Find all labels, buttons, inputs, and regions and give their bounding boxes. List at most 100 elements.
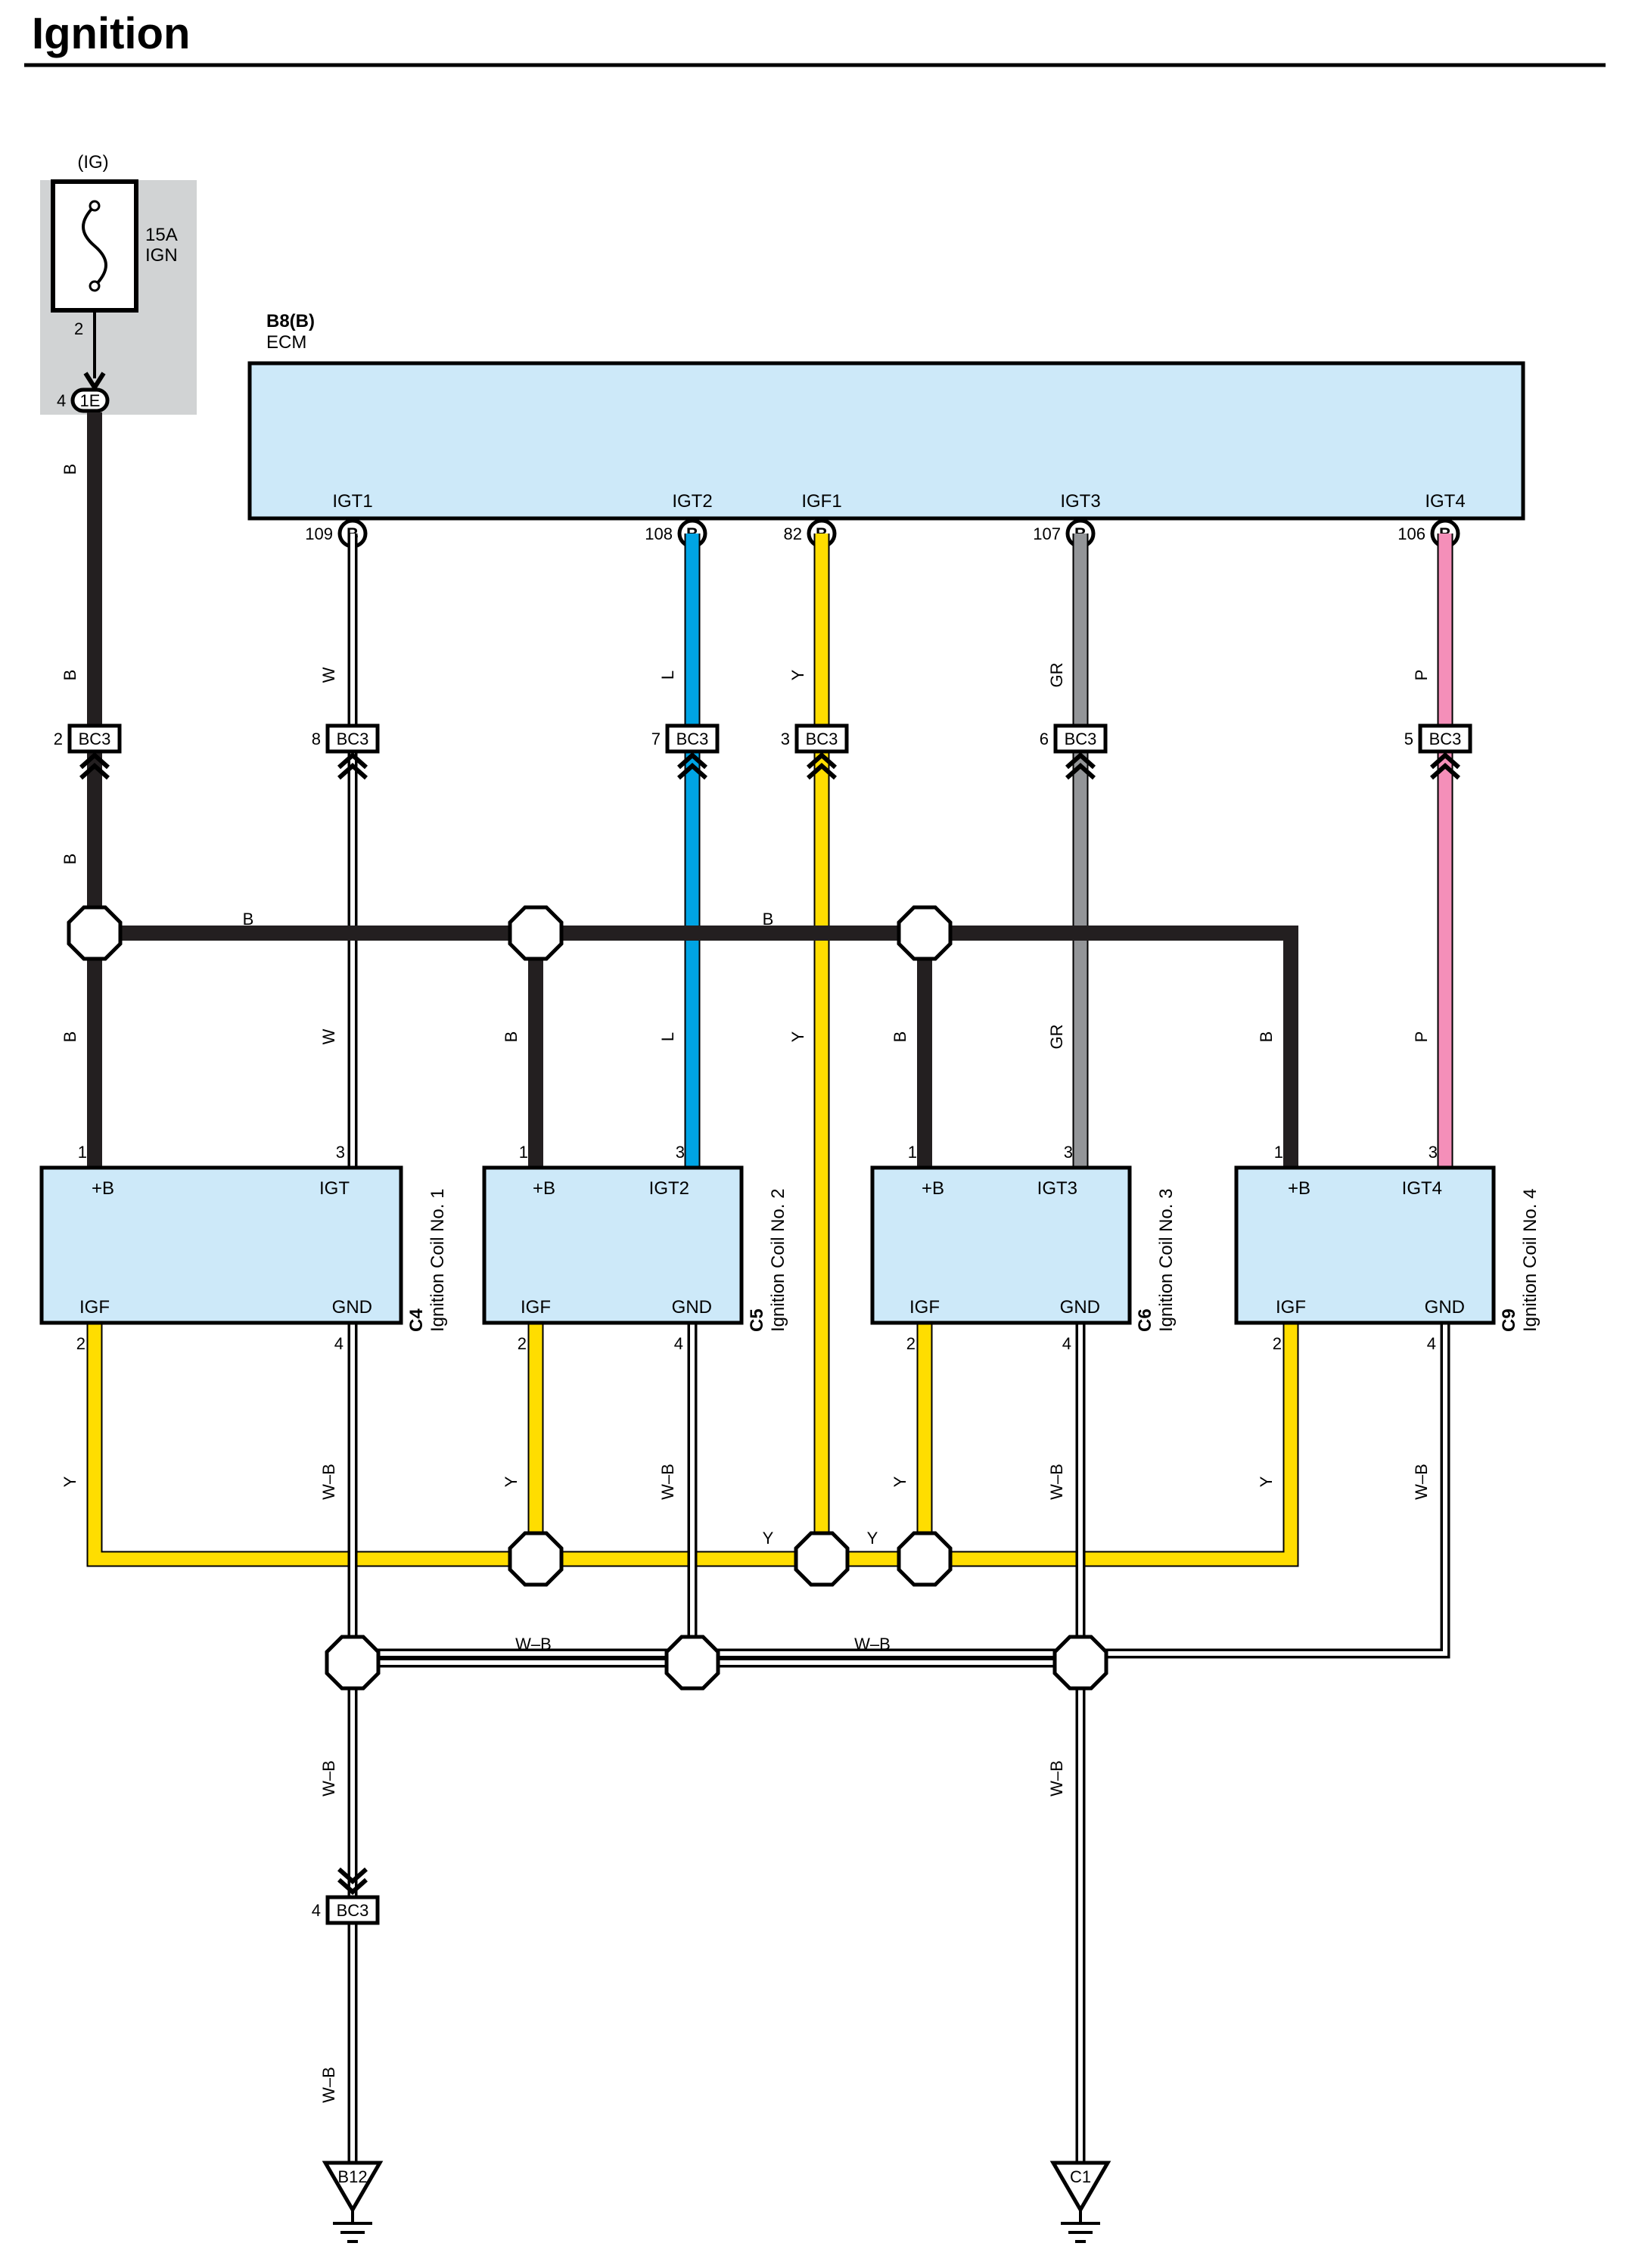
splice-y-2: [794, 1531, 850, 1587]
splices: [67, 905, 1108, 1691]
bc3-mate-arrow-icon-stroke: [807, 762, 837, 780]
fuse-pin-top: 2: [74, 319, 83, 338]
wire-label-wb: W–B: [658, 1464, 677, 1500]
fuse-connector-pin: 4: [57, 391, 66, 410]
coil-code: C9: [1499, 1308, 1519, 1332]
coil-code: C4: [406, 1308, 427, 1332]
coil-code: C6: [1135, 1308, 1155, 1332]
bc3-connector-7-pin: 4: [312, 1901, 321, 1920]
bc3-connector-4-box: [794, 723, 849, 754]
coil-pin: 1: [1274, 1143, 1283, 1162]
bc3-mate-arrow-icon-stroke: [79, 762, 110, 780]
coil-pin: 2: [906, 1334, 916, 1353]
ground-triangle-icon: [1049, 2161, 1111, 2214]
wire-label-y: Y: [788, 669, 807, 680]
bc3-connector-2-label: BC3: [337, 730, 369, 748]
bc3-connector-6-label: BC3: [1429, 730, 1462, 748]
bc3-mate-arrow-icon: [79, 751, 110, 780]
splice-y-3: [897, 1531, 953, 1587]
wire-label-wb: W–B: [319, 2067, 338, 2103]
coil-pin: 1: [519, 1143, 528, 1162]
bc3-connector-6-box: [1418, 723, 1472, 754]
bc3-mate-arrow-icon-stroke: [1065, 762, 1096, 780]
bc3-connector-4-pin: 3: [781, 730, 790, 748]
coil-pin: 4: [334, 1334, 344, 1353]
wire-label-b: B: [763, 910, 774, 929]
bc3-mate-arrow-icon: [337, 1867, 368, 1896]
wire-label-b: B: [243, 910, 254, 929]
wire-label-y: Y: [61, 1476, 79, 1487]
splice-wb-2: [664, 1635, 720, 1691]
ecm-terminal-pin: 109: [305, 524, 333, 543]
bc3-connector-5-label: BC3: [1065, 730, 1097, 748]
wire-label-wb: W–B: [319, 1464, 338, 1500]
bc3-mate-arrow-icon: [1065, 751, 1096, 780]
wire-label-b: B: [1257, 1031, 1276, 1043]
coil-term-igf: IGF: [909, 1297, 940, 1318]
coil-term-igf: IGF: [521, 1297, 551, 1318]
ignition-coil-3-box: [870, 1165, 1132, 1325]
coil-term-b: +B: [1288, 1178, 1310, 1199]
fuse-name: IGN: [145, 245, 178, 266]
coil-code: C5: [747, 1308, 767, 1332]
bc3-connector-3-label: BC3: [676, 730, 709, 748]
coil-term-gnd: GND: [672, 1297, 712, 1318]
bc3-connector-2-pin: 8: [312, 730, 321, 748]
wire-label-p: P: [1412, 670, 1431, 681]
wire-label-y: Y: [763, 1529, 774, 1548]
wire-label-l: L: [658, 1032, 677, 1041]
coil-term-igt: IGT4: [1402, 1178, 1442, 1199]
bc3-mate-arrow-icon-stroke: [677, 762, 707, 780]
wire-label-wb: W–B: [1047, 1760, 1066, 1797]
ecm-box: [247, 361, 1525, 521]
coil-pin: 2: [518, 1334, 527, 1353]
coil-term-igt: IGT3: [1037, 1178, 1077, 1199]
bc3-connector-2-box: [325, 723, 380, 754]
coil-term-igt: IGT: [319, 1178, 350, 1199]
wire-label-w: W: [319, 667, 338, 683]
wire-label-b: B: [61, 464, 79, 475]
ecm-terminal-name: IGT2: [672, 491, 712, 512]
bc3-connector-1-label: BC3: [79, 730, 111, 748]
wire-label-wb: W–B: [319, 1760, 338, 1797]
wire-b-bus: [95, 926, 1298, 1168]
ground-label: C1: [1070, 2167, 1091, 2186]
bc3-mate-arrow-icon-stroke: [1430, 762, 1460, 780]
bc3-connector-6-pin: 5: [1404, 730, 1413, 748]
page-title: Ignition: [32, 9, 190, 58]
coil-pin: 1: [908, 1143, 917, 1162]
bc3-connector-5-pin: 6: [1040, 730, 1049, 748]
ground-triangle-icon: [322, 2161, 384, 2214]
wire-label-wb: W–B: [1412, 1464, 1431, 1500]
wire-label-gr: GR: [1047, 1025, 1066, 1050]
bc3-connector-7-label: BC3: [337, 1901, 369, 1920]
bc3-mate-arrow-icon-stroke: [337, 751, 368, 770]
bc3-connector-4-label: BC3: [806, 730, 838, 748]
ground-label: B12: [337, 2167, 367, 2186]
coil-pin: 2: [1273, 1334, 1282, 1353]
bc3-mate-arrow-icon-stroke: [677, 751, 707, 770]
ecm-name: ECM: [266, 332, 306, 353]
fuse-box-label: (IG): [77, 152, 108, 173]
coil-name: Ignition Coil No. 4: [1520, 1189, 1541, 1332]
coil-pin: 3: [336, 1143, 345, 1162]
fuse-connector-label: 1E: [80, 391, 101, 410]
wire-label-gr: GR: [1047, 663, 1066, 688]
wires: [86, 412, 1453, 2187]
bc3-mate-arrow-icon-stroke: [337, 762, 368, 780]
splice-b-3: [897, 905, 953, 961]
bc3-mate-arrow-icon: [807, 751, 837, 780]
bc3-connector-5-box: [1053, 723, 1108, 754]
splice-wb-3: [1052, 1635, 1108, 1691]
coil-term-gnd: GND: [1425, 1297, 1465, 1318]
bc3-mate-arrow-icon-stroke: [337, 1867, 368, 1885]
wire-label-y: Y: [788, 1031, 807, 1042]
bc3-connector-3-pin: 7: [651, 730, 661, 748]
fuse-lead-arrow-icon: [83, 372, 106, 392]
coil-term-b: +B: [92, 1178, 114, 1199]
bc3-connector-1-box: [67, 723, 122, 754]
wire-label-wb: W–B: [515, 1635, 552, 1654]
ecm-code: B8(B): [266, 311, 315, 331]
